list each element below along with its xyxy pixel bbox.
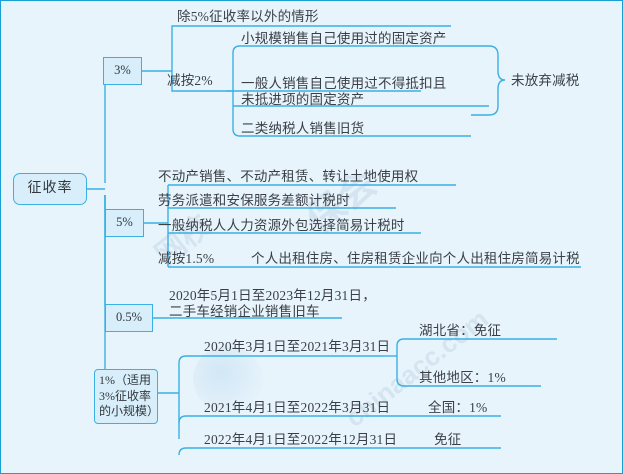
label-tax-reduction-not-waived[interactable]: 未放弃减税	[511, 73, 580, 88]
rate-node-5-percent[interactable]: 5%	[105, 209, 144, 237]
item-small-scale-used-fixed-assets[interactable]: 小规模销售自己使用过的固定资产	[241, 31, 447, 46]
period-1-range[interactable]: 2020年3月1日至2021年3月31日	[204, 339, 391, 354]
rate-node-3-percent[interactable]: 3%	[103, 57, 142, 85]
item-general-taxpayer-nondeductible-fixed-assets[interactable]: 一般人销售自己使用过不得抵扣且 未抵进项的固定资产	[241, 76, 447, 108]
period-1-result-hubei[interactable]: 湖北省：免征	[419, 323, 502, 338]
detail-1-5-percent-housing-rental[interactable]: 个人出租住房、住房租赁企业向个人出租住房简易计税	[251, 251, 580, 266]
item-0-5pct-used-car-dealer[interactable]: 2020年5月1日至2023年12月31日， 二手车经销企业销售旧车	[169, 288, 376, 320]
rate-node-0-5-percent[interactable]: 0.5%	[105, 304, 153, 332]
item-5pct-real-estate[interactable]: 不动产销售、不动产租赁、转让土地使用权	[158, 169, 419, 184]
label-reduced-to-2-percent[interactable]: 减按2%	[167, 73, 213, 88]
item-5pct-labor-dispatch-security[interactable]: 劳务派遣和安保服务差额计税时	[158, 193, 350, 208]
item-5pct-hr-outsourcing[interactable]: 一般纳税人人力资源外包选择简易计税时	[158, 218, 405, 233]
period-1-result-other-regions[interactable]: 其他地区：1%	[419, 370, 506, 385]
period-3-range[interactable]: 2022年4月1日至2022年12月31日	[204, 432, 398, 447]
item-second-class-taxpayer-used-goods[interactable]: 二类纳税人销售旧货	[241, 121, 365, 136]
root-node-levy-rate[interactable]: 征收率	[13, 173, 87, 205]
period-2-range[interactable]: 2021年4月1日至2022年3月31日	[204, 400, 391, 415]
label-reduced-to-1-5-percent[interactable]: 减按1.5%	[158, 251, 215, 266]
rate-node-1-percent[interactable]: 1%（适用 3%征收率 的小规模）	[94, 369, 159, 424]
period-3-result-exempt[interactable]: 免征	[434, 432, 462, 447]
item-3pct-other-than-5pct[interactable]: 除5%征收率以外的情形	[177, 9, 319, 24]
period-2-result-nationwide[interactable]: 全国：1%	[428, 400, 488, 415]
